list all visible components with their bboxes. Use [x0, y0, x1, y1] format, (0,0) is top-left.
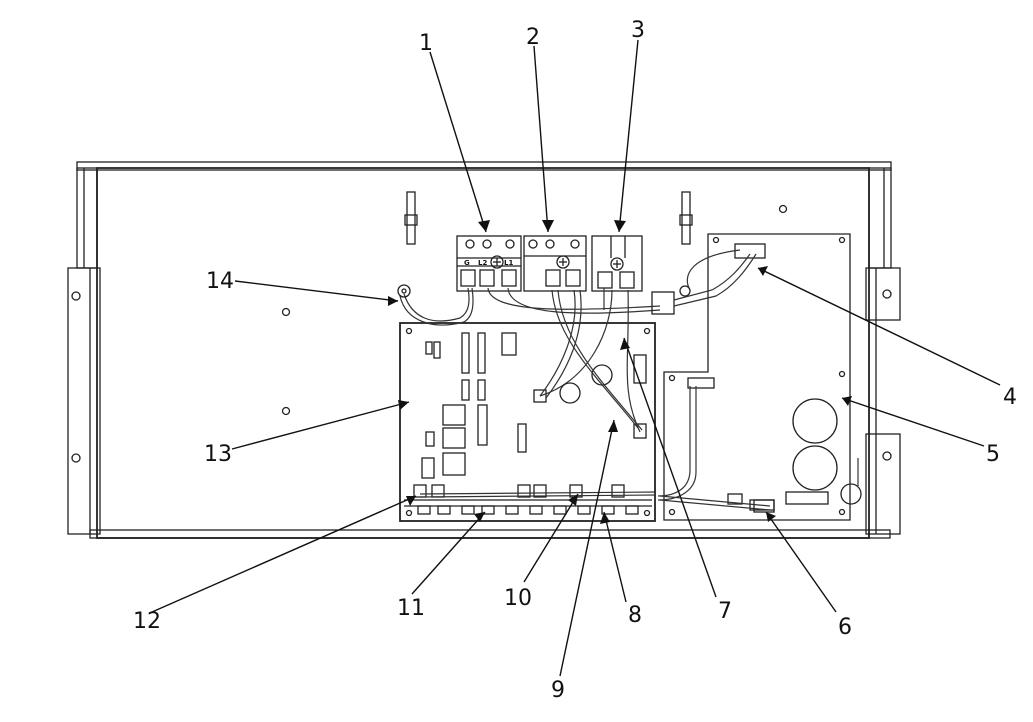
callout-labels: 1 2 3 4 5 6 7 8 9 10 11 12 13 14 [133, 18, 1017, 703]
callout-12: 12 [133, 609, 161, 634]
callout-5: 5 [986, 442, 1000, 467]
callout-1: 1 [419, 31, 433, 56]
callout-4: 4 [1003, 385, 1017, 410]
callout-7: 7 [718, 599, 732, 624]
right-circuit-board [663, 233, 862, 521]
callout-3: 3 [631, 18, 645, 43]
terminal-label-l2: L2 [478, 259, 487, 267]
callout-6: 6 [838, 615, 852, 640]
wiring [397, 249, 775, 513]
callout-11: 11 [397, 596, 425, 621]
terminal-label-g: G [464, 259, 470, 267]
callout-14: 14 [206, 269, 234, 294]
callout-9: 9 [551, 678, 565, 703]
enclosure [67, 161, 901, 539]
terminal-label-l1: L1 [504, 259, 513, 267]
main-control-board [399, 322, 656, 522]
callout-13: 13 [204, 442, 232, 467]
callout-8: 8 [628, 603, 642, 628]
terminal-block-2 [523, 235, 587, 292]
callout-10: 10 [504, 586, 532, 611]
leader-lines [151, 39, 1001, 677]
callout-2: 2 [526, 25, 540, 50]
terminal-block-3 [591, 235, 643, 292]
